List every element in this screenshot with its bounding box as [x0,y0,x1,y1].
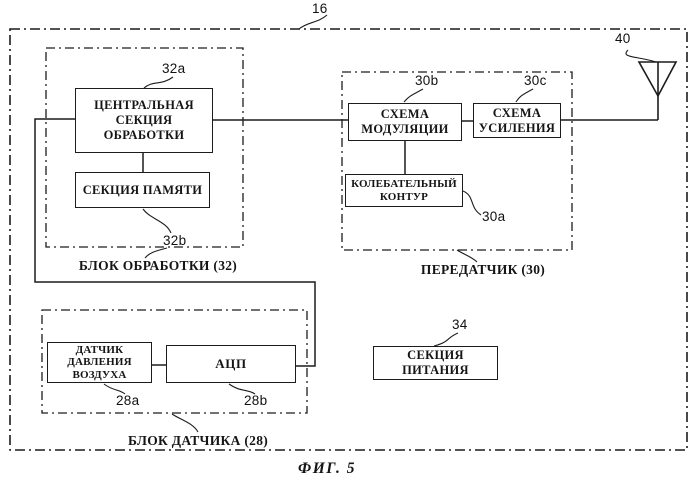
adc-label: АЦП [215,356,247,371]
amplification-circuit-label: СХЕМА УСИЛЕНИЯ [478,105,556,135]
processing-block-boundary [45,47,244,248]
leader-sensor-caption [171,413,199,433]
power-section-box: СЕКЦИЯ ПИТАНИЯ [373,346,498,380]
leader-30c [515,88,534,103]
sensor-block-caption: БЛОК ДАТЧИКА (28) [127,433,269,448]
modulation-circuit-label: СХЕМА МОДУЛЯЦИИ [361,107,449,136]
central-processing-box: ЦЕНТРАЛЬНАЯ СЕКЦИЯ ОБРАБОТКИ [75,88,213,153]
connector-adc-to-central [34,118,316,367]
leader-40 [625,49,657,63]
processing-block-caption: БЛОК ОБРАБОТКИ (32) [78,258,238,273]
ref-32a: 32a [162,61,186,76]
ref-30c: 30c [524,73,547,88]
memory-label: СЕКЦИЯ ПАМЯТИ [82,182,203,197]
sensor-block-boundary [41,309,308,414]
central-processing-label: ЦЕНТРАЛЬНАЯ СЕКЦИЯ ОБРАБОТКИ [94,98,194,142]
leader-16 [298,14,328,30]
air-pressure-sensor-label: ДАТЧИК ДАВЛЕНИЯ ВОЗДУХА [67,343,132,381]
ref-16: 16 [312,1,328,16]
leader-transmitter-caption [456,249,478,263]
ref-32b: 32b [163,233,187,248]
leader-28a [103,383,126,395]
leader-32a [143,76,174,89]
transmitter-block-boundary [341,71,573,251]
air-pressure-sensor-box: ДАТЧИК ДАВЛЕНИЯ ВОЗДУХА [47,342,152,383]
antenna-icon [637,61,678,120]
figure-caption: ФИГ. 5 [298,460,356,477]
leader-processing-caption [144,247,168,259]
oscillator-circuit-box: КОЛЕБАТЕЛЬНЫЙ КОНТУР [345,174,463,207]
ref-30a: 30a [482,209,506,224]
oscillator-circuit-label: КОЛЕБАТЕЛЬНЫЙ КОНТУР [351,177,457,203]
leader-28b [228,383,256,395]
ref-34: 34 [452,317,468,332]
modulation-circuit-box: СХЕМА МОДУЛЯЦИИ [348,103,462,141]
power-section-label: СЕКЦИЯ ПИТАНИЯ [402,348,469,377]
system-boundary [9,28,688,451]
transmitter-block-caption: ПЕРЕДАТЧИК (30) [420,262,546,277]
leader-34 [433,332,459,347]
ref-40: 40 [615,31,631,46]
ref-28b: 28b [244,393,268,408]
adc-box: АЦП [166,345,296,383]
memory-box: СЕКЦИЯ ПАМЯТИ [75,172,210,208]
amplification-circuit-box: СХЕМА УСИЛЕНИЯ [473,103,561,138]
ref-28a: 28a [116,393,140,408]
leader-30b [403,88,424,103]
ref-30b: 30b [415,73,439,88]
leader-32b [142,208,172,234]
leader-30a [462,190,482,216]
